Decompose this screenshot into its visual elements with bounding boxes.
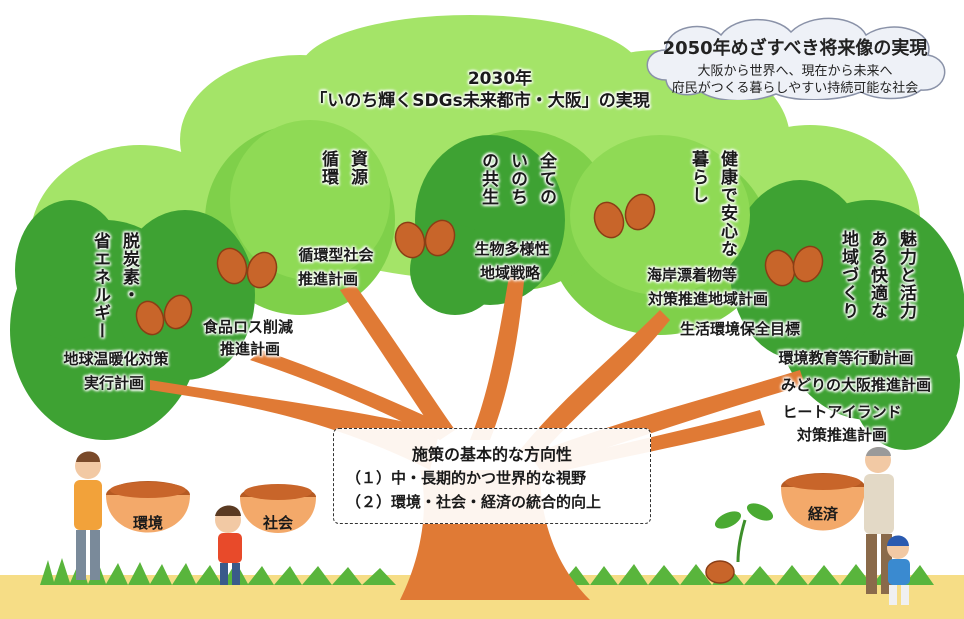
theme-decarbon-line-1: 脱炭素・ — [119, 232, 139, 304]
theme-resources: 資源 循環 — [316, 150, 370, 186]
plan-heat-island-line-2: 対策推進計画 — [796, 426, 888, 444]
theme-health-line-1: 健康で安心な — [717, 150, 737, 258]
plan-drift-line-1: 海岸漂着物等 — [646, 266, 738, 284]
sprout — [714, 503, 774, 563]
cloud-shape — [646, 17, 946, 100]
plan-food-loss-line-1: 食品ロス削減 — [202, 318, 294, 336]
vision-cloud: 2050年めざすべき将来像の実現 大阪から世界へ、現在から未来へ 府民がつくる暮… — [636, 10, 954, 100]
plan-biodiversity-line-2: 地域戦略 — [479, 264, 541, 282]
plan-midori: みどりの大阪推進計画 — [780, 376, 932, 394]
theme-community-line-3: 地域づくり — [838, 230, 858, 320]
theme-resources-line-2: 循環 — [318, 150, 338, 186]
plan-living-environment: 生活環境保全目標 — [679, 320, 801, 338]
plan-heat-island-line-1: ヒートアイランド — [782, 403, 902, 421]
theme-coexistence: 全ての いのち の共生 — [476, 152, 559, 206]
plan-recycling-line-1: 循環型社会 — [298, 246, 374, 264]
vision-line-1: 大阪から世界へ、現在から未来へ — [697, 64, 893, 79]
theme-community-line-2: ある快適な — [867, 230, 887, 320]
goal-year: 2030年 — [467, 69, 533, 89]
basket-economy — [781, 473, 865, 531]
boy-figure — [887, 535, 910, 605]
plan-recycling-line-2: 推進計画 — [297, 270, 359, 288]
acorn-nuts — [135, 193, 824, 584]
theme-community: 魅力と活力 ある快適な 地域づくり — [836, 230, 919, 320]
policy-direction-box: 施策の基本的な方向性 （１）中・長期的かつ世界的な視野 （２）環境・社会・経済の… — [333, 428, 651, 524]
plan-biodiversity-line-1: 生物多様性 — [474, 240, 550, 258]
vision-title: 2050年めざすべき将来像の実現 — [662, 38, 928, 59]
theme-coexistence-line-1: 全ての — [536, 152, 556, 206]
woman-figure — [74, 451, 102, 580]
basket-society — [240, 484, 316, 533]
plan-warming-line-2: 実行計画 — [83, 374, 145, 392]
basket-label-economy: 経済 — [807, 505, 839, 523]
basket-label-environment: 環境 — [132, 514, 164, 532]
theme-decarbon: 脱炭素・ 省エネルギー — [88, 232, 142, 340]
theme-health: 健康で安心な 暮らし — [686, 150, 740, 258]
plan-warming-line-1: 地球温暖化対策 — [63, 350, 169, 368]
theme-community-line-1: 魅力と活力 — [896, 230, 916, 320]
vision-line-2: 府民がつくる暮らしやすい持続可能な社会 — [671, 81, 919, 96]
policy-item-1: （１）中・長期的かつ世界的な視野 — [346, 469, 587, 487]
child-figure — [215, 505, 242, 585]
man-figure — [864, 447, 894, 594]
theme-health-line-2: 暮らし — [688, 150, 708, 204]
plan-drift-line-2: 対策推進地域計画 — [647, 290, 769, 308]
goal-text: 「いのち輝くSDGs未来都市・大阪」の実現 — [310, 91, 650, 111]
basket-environment — [106, 481, 190, 533]
basket-label-society: 社会 — [262, 514, 294, 532]
plan-education: 環境教育等行動計画 — [778, 349, 914, 367]
theme-coexistence-line-3: の共生 — [478, 152, 498, 206]
theme-resources-line-1: 資源 — [347, 150, 367, 186]
policy-item-2: （２）環境・社会・経済の統合的向上 — [346, 493, 602, 511]
grass-strip — [40, 558, 934, 585]
theme-coexistence-line-2: いのち — [507, 152, 527, 206]
policy-title: 施策の基本的な方向性 — [411, 445, 573, 464]
tree-trunk — [150, 270, 805, 600]
plan-food-loss-line-2: 推進計画 — [219, 340, 281, 358]
canopy-highlight — [230, 120, 750, 295]
theme-decarbon-line-2: 省エネルギー — [90, 232, 110, 340]
